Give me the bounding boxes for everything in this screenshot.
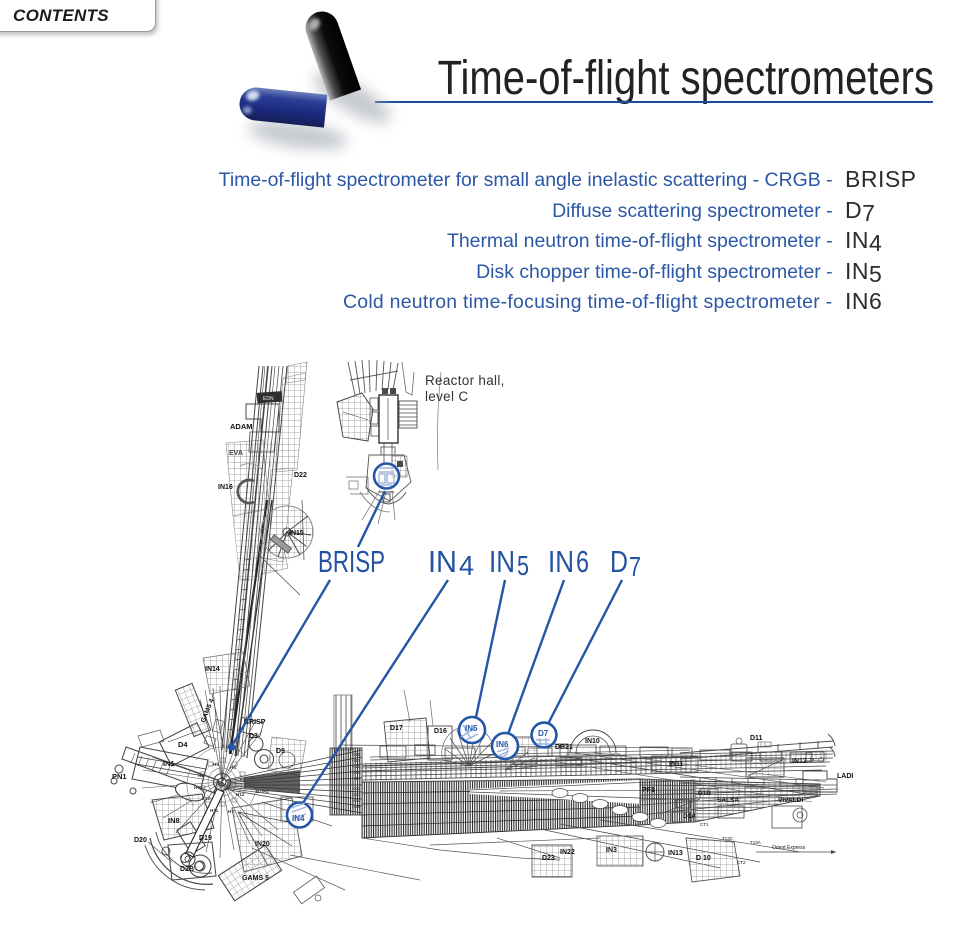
svg-text:H8: H8 [198, 773, 204, 778]
svg-text:H6: H6 [194, 785, 200, 790]
svg-text:IN22: IN22 [560, 849, 575, 856]
svg-text:IN5: IN5 [465, 724, 478, 733]
svg-text:D 10: D 10 [696, 855, 711, 862]
svg-text:D11: D11 [750, 735, 763, 742]
svg-text:H7: H7 [228, 809, 234, 814]
svg-text:level C: level C [425, 389, 468, 404]
svg-text:4: 4 [459, 550, 474, 581]
svg-text:PF1: PF1 [642, 787, 655, 794]
svg-text:H15: H15 [352, 770, 361, 775]
svg-text:H25: H25 [352, 804, 361, 809]
svg-text:D7: D7 [538, 729, 549, 738]
svg-text:IN4: IN4 [292, 814, 305, 823]
svg-text:IN1: IN1 [163, 759, 175, 768]
svg-text:IN10: IN10 [585, 738, 600, 745]
svg-text:Orient Express: Orient Express [772, 845, 806, 851]
svg-text:H24: H24 [352, 798, 361, 803]
svg-text:IN13: IN13 [668, 850, 683, 857]
svg-text:T13A: T13A [750, 840, 761, 845]
svg-text:IN15: IN15 [289, 530, 304, 537]
svg-text:D1A: D1A [683, 813, 696, 820]
svg-text:IN: IN [548, 545, 574, 579]
svg-text:EDN: EDN [263, 396, 274, 402]
svg-text:EVA: EVA [229, 450, 243, 457]
svg-text:D16: D16 [434, 728, 447, 735]
svg-text:IN16: IN16 [218, 484, 233, 491]
svg-text:D17: D17 [390, 725, 403, 732]
svg-text:T13C: T13C [722, 836, 734, 841]
svg-text:D22: D22 [294, 472, 307, 479]
svg-text:H16: H16 [352, 764, 361, 769]
svg-text:H12: H12 [236, 792, 245, 797]
svg-text:D20: D20 [134, 837, 147, 844]
svg-text:H11: H11 [210, 808, 219, 813]
svg-text:IN: IN [489, 545, 515, 579]
svg-text:IN12: IN12 [792, 758, 807, 765]
svg-text:IN6: IN6 [496, 740, 509, 749]
svg-text:H18: H18 [352, 752, 361, 757]
svg-text:D2B: D2B [180, 866, 194, 873]
svg-text:IN11: IN11 [669, 761, 684, 768]
svg-text:H17: H17 [352, 758, 361, 763]
svg-text:Reactor hall,: Reactor hall, [425, 373, 505, 388]
svg-text:PN1: PN1 [112, 772, 127, 781]
svg-text:7: 7 [629, 551, 641, 582]
svg-text:5: 5 [517, 550, 529, 581]
svg-text:F2: F2 [240, 777, 246, 782]
svg-text:GAMS 5: GAMS 5 [242, 875, 269, 882]
svg-text:IN3: IN3 [606, 847, 617, 854]
svg-text:CT2: CT2 [737, 860, 746, 865]
svg-text:IN: IN [428, 545, 457, 579]
svg-text:6: 6 [576, 545, 589, 579]
svg-text:H5: H5 [213, 762, 219, 767]
svg-text:D4: D4 [178, 740, 188, 749]
svg-text:IN20: IN20 [255, 841, 270, 848]
svg-text:BRISP: BRISP [244, 719, 266, 726]
svg-text:D9: D9 [276, 748, 285, 755]
svg-text:D23: D23 [542, 855, 555, 862]
svg-text:B1/H2: B1/H2 [256, 789, 269, 794]
svg-text:F12: F12 [202, 796, 210, 801]
svg-text:H23: H23 [352, 792, 361, 797]
svg-text:H14: H14 [352, 776, 361, 781]
svg-text:CT1: CT1 [700, 822, 709, 827]
svg-text:T9: T9 [809, 757, 815, 762]
svg-text:ADAM: ADAM [230, 422, 253, 431]
svg-text:D1B: D1B [698, 790, 711, 797]
svg-text:DB21: DB21 [555, 744, 573, 751]
svg-text:BRISP: BRISP [318, 545, 385, 579]
svg-text:SALSA: SALSA [717, 797, 739, 804]
svg-text:H22: H22 [352, 786, 361, 791]
svg-text:LADI: LADI [837, 773, 853, 780]
svg-text:D3: D3 [249, 733, 258, 740]
svg-text:D: D [610, 545, 628, 579]
svg-text:H4: H4 [230, 765, 236, 770]
svg-text:VIVALDI: VIVALDI [778, 797, 803, 804]
svg-text:IN14: IN14 [205, 666, 220, 673]
svg-text:IN8: IN8 [168, 816, 180, 825]
svg-text:D19: D19 [199, 835, 212, 842]
